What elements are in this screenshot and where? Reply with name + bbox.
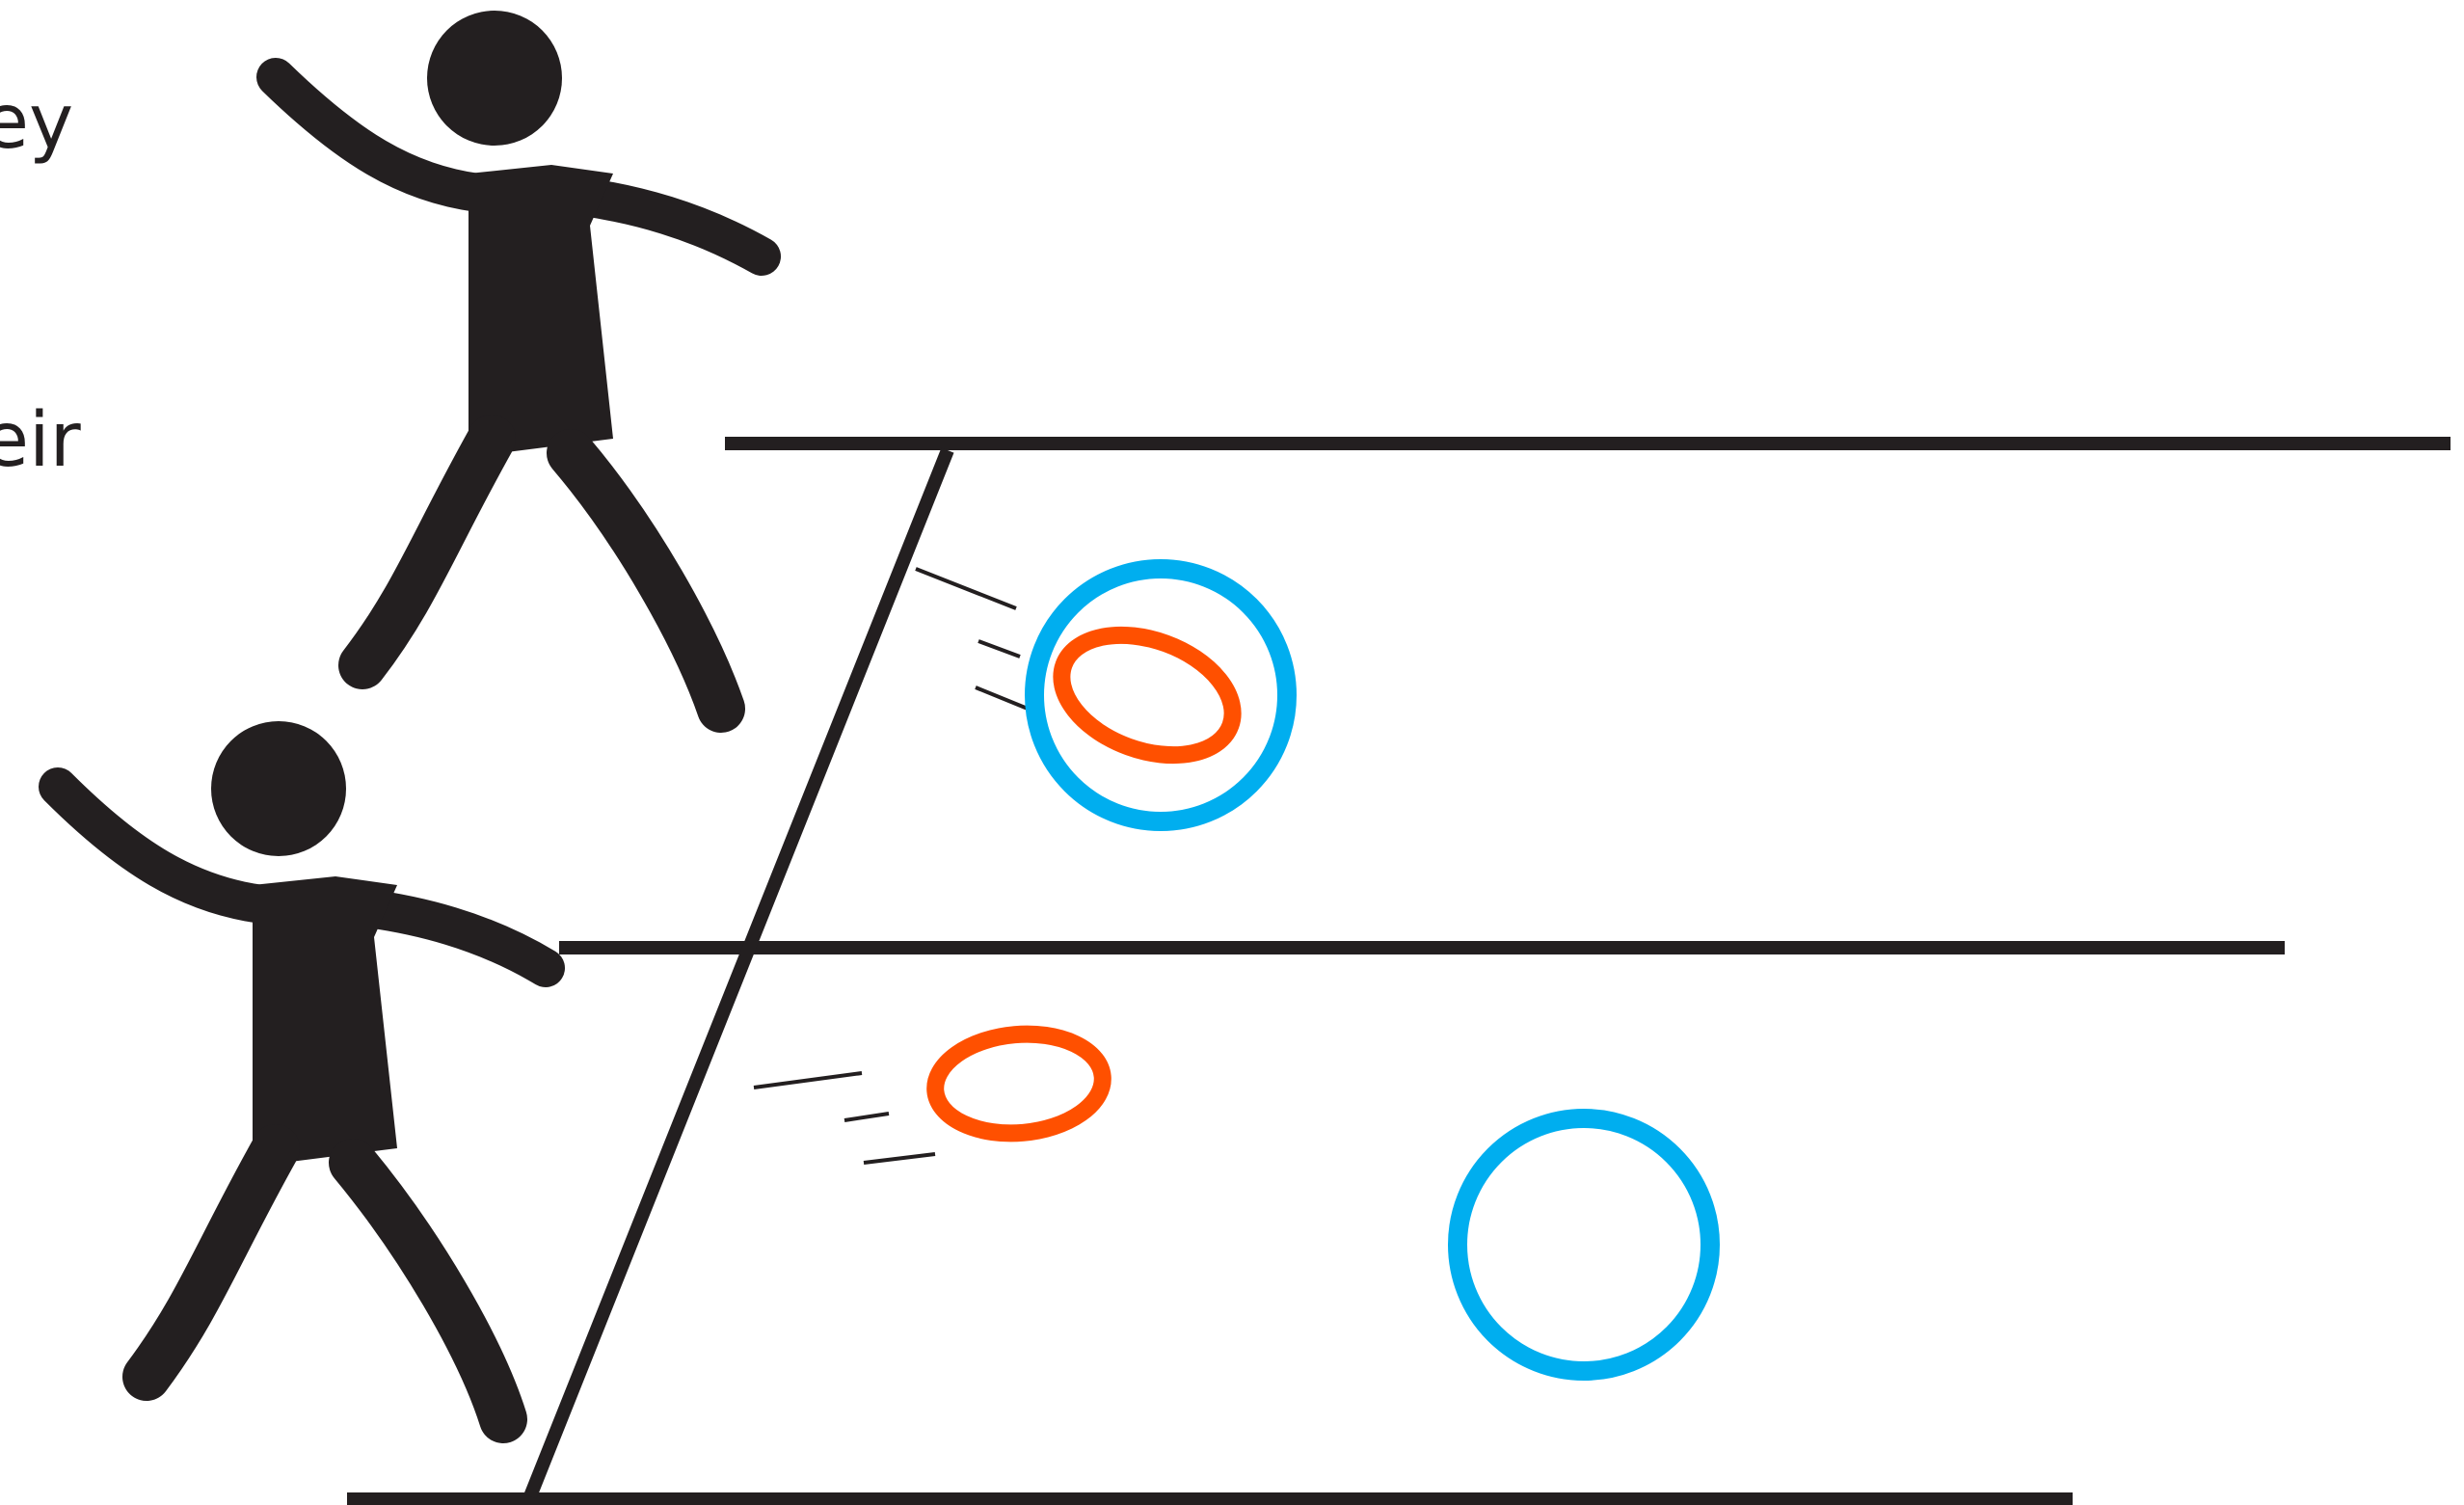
- motion-line: [864, 1154, 935, 1163]
- motion-line: [844, 1114, 889, 1120]
- upper-frisbee-disc: [1045, 613, 1249, 777]
- upper-motion-lines: [916, 569, 1028, 709]
- slanted-throw-line: [530, 450, 948, 1496]
- upper-thrower-figure: [276, 11, 762, 709]
- lower-target-ring: [1458, 1118, 1710, 1371]
- upper-thrower-torso: [469, 165, 613, 457]
- motion-line: [978, 641, 1020, 657]
- lower-thrower-left-leg: [147, 1148, 276, 1377]
- lower-thrower-right-leg: [353, 1163, 503, 1419]
- motion-line: [754, 1073, 862, 1088]
- lower-frisbee-disc: [931, 1028, 1107, 1141]
- upper-thrower-left-leg: [362, 439, 492, 665]
- lower-thrower-figure: [58, 721, 546, 1419]
- upper-thrower-right-leg: [571, 453, 721, 709]
- upper-thrower-head: [427, 11, 562, 146]
- lower-thrower-head: [211, 721, 346, 856]
- motion-line: [976, 687, 1028, 709]
- lower-thrower-torso: [253, 876, 397, 1167]
- motion-line: [916, 569, 1016, 608]
- lower-motion-lines: [754, 1073, 935, 1163]
